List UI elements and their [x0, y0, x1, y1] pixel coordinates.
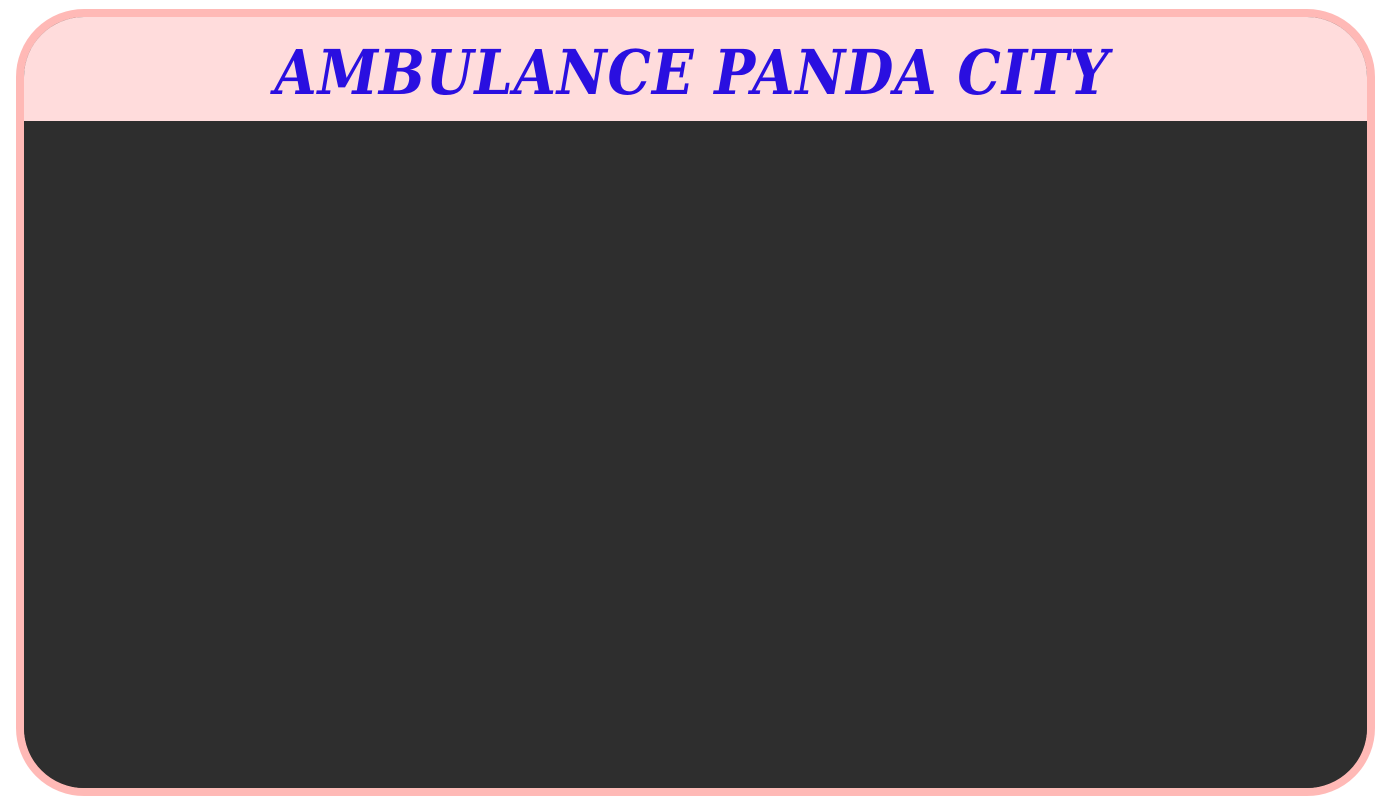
game-frame: AMBULANCE PANDA CITY — [16, 9, 1375, 796]
game-title: AMBULANCE PANDA CITY — [274, 36, 1110, 109]
game-canvas[interactable] — [24, 121, 1367, 788]
game-header: AMBULANCE PANDA CITY — [24, 17, 1367, 121]
